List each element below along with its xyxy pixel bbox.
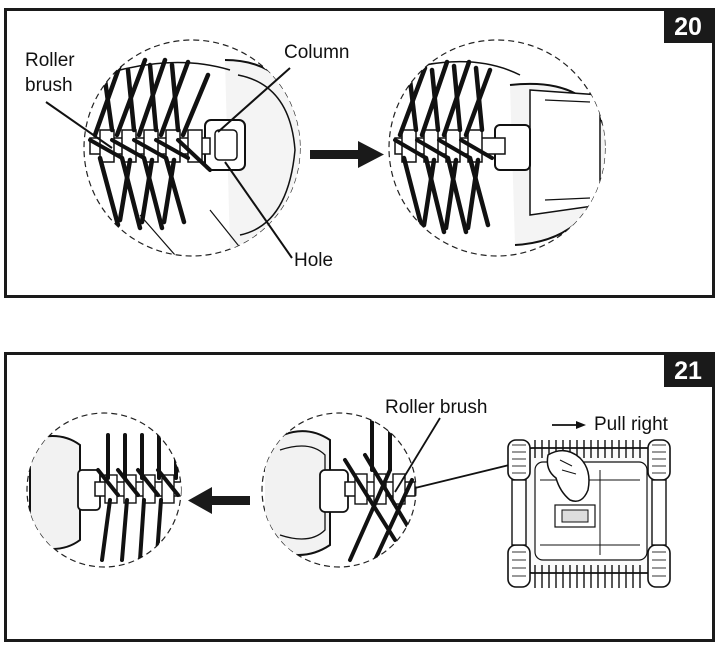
arrow-left-icon [188, 487, 250, 514]
zoom-before-installation [84, 40, 310, 260]
label-roller-brush-line1: Roller [25, 50, 75, 72]
label-pull-right: Pull right [594, 414, 668, 436]
zoom-brush-pull [262, 413, 416, 567]
arrow-right-icon [310, 141, 384, 168]
zoom-after-installation [389, 40, 610, 256]
label-roller-brush: Roller brush [385, 397, 487, 419]
label-column: Column [284, 42, 349, 64]
label-roller-brush-line2: brush [25, 75, 73, 97]
pull-right-arrow-icon [552, 421, 586, 429]
label-hole: Hole [294, 250, 333, 272]
pool-robot-illustration [508, 440, 670, 588]
zoom-brush-removed [27, 413, 185, 567]
